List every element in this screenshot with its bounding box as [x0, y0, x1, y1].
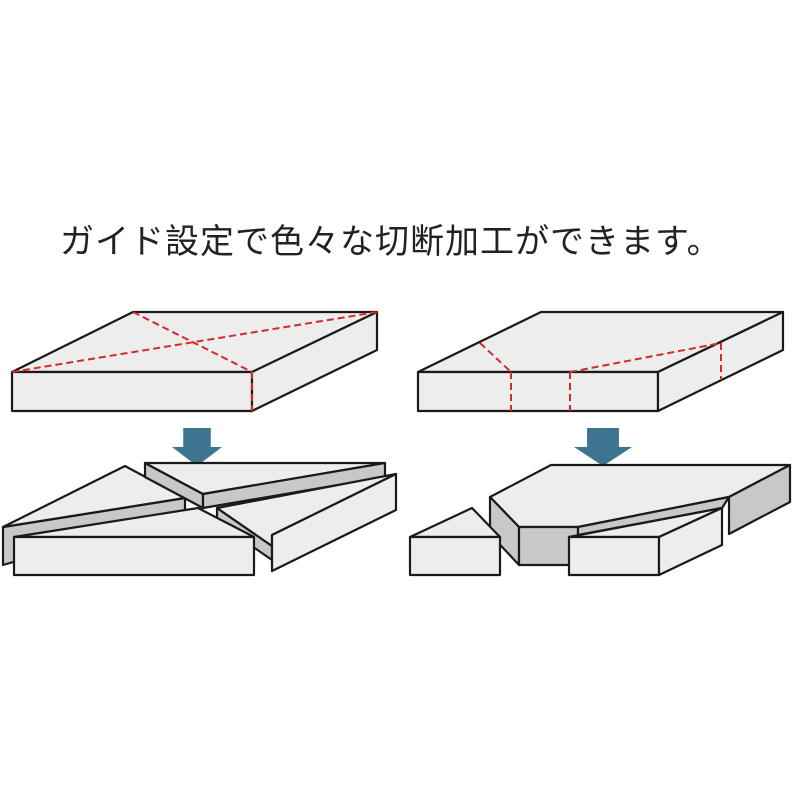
pieces-after-cut [408, 463, 792, 577]
face-right [656, 310, 785, 413]
face-front [416, 370, 660, 413]
down-arrow-icon [574, 428, 632, 466]
caption-text: ガイド設定で色々な切断加工ができます。 [60, 222, 722, 262]
face-wedge-right [657, 506, 724, 577]
face-piece-front-front [12, 535, 256, 577]
right-cutting-example [408, 310, 792, 577]
cut-guide-line [569, 342, 722, 373]
face-wedge-front [567, 535, 661, 577]
block-before-cut [416, 310, 785, 413]
pieces-after-cut [1, 461, 398, 577]
face-piece-right-right [270, 472, 398, 573]
down-arrow-icon [172, 428, 222, 466]
left-cutting-example [1, 310, 398, 577]
cut-guide-line [11, 311, 378, 373]
face-main-right-side [727, 463, 792, 536]
cut-guide-line [479, 342, 512, 373]
face-small-front [408, 535, 502, 577]
block-before-cut [10, 310, 379, 413]
face-small-top [408, 506, 502, 539]
face-front [10, 370, 254, 413]
